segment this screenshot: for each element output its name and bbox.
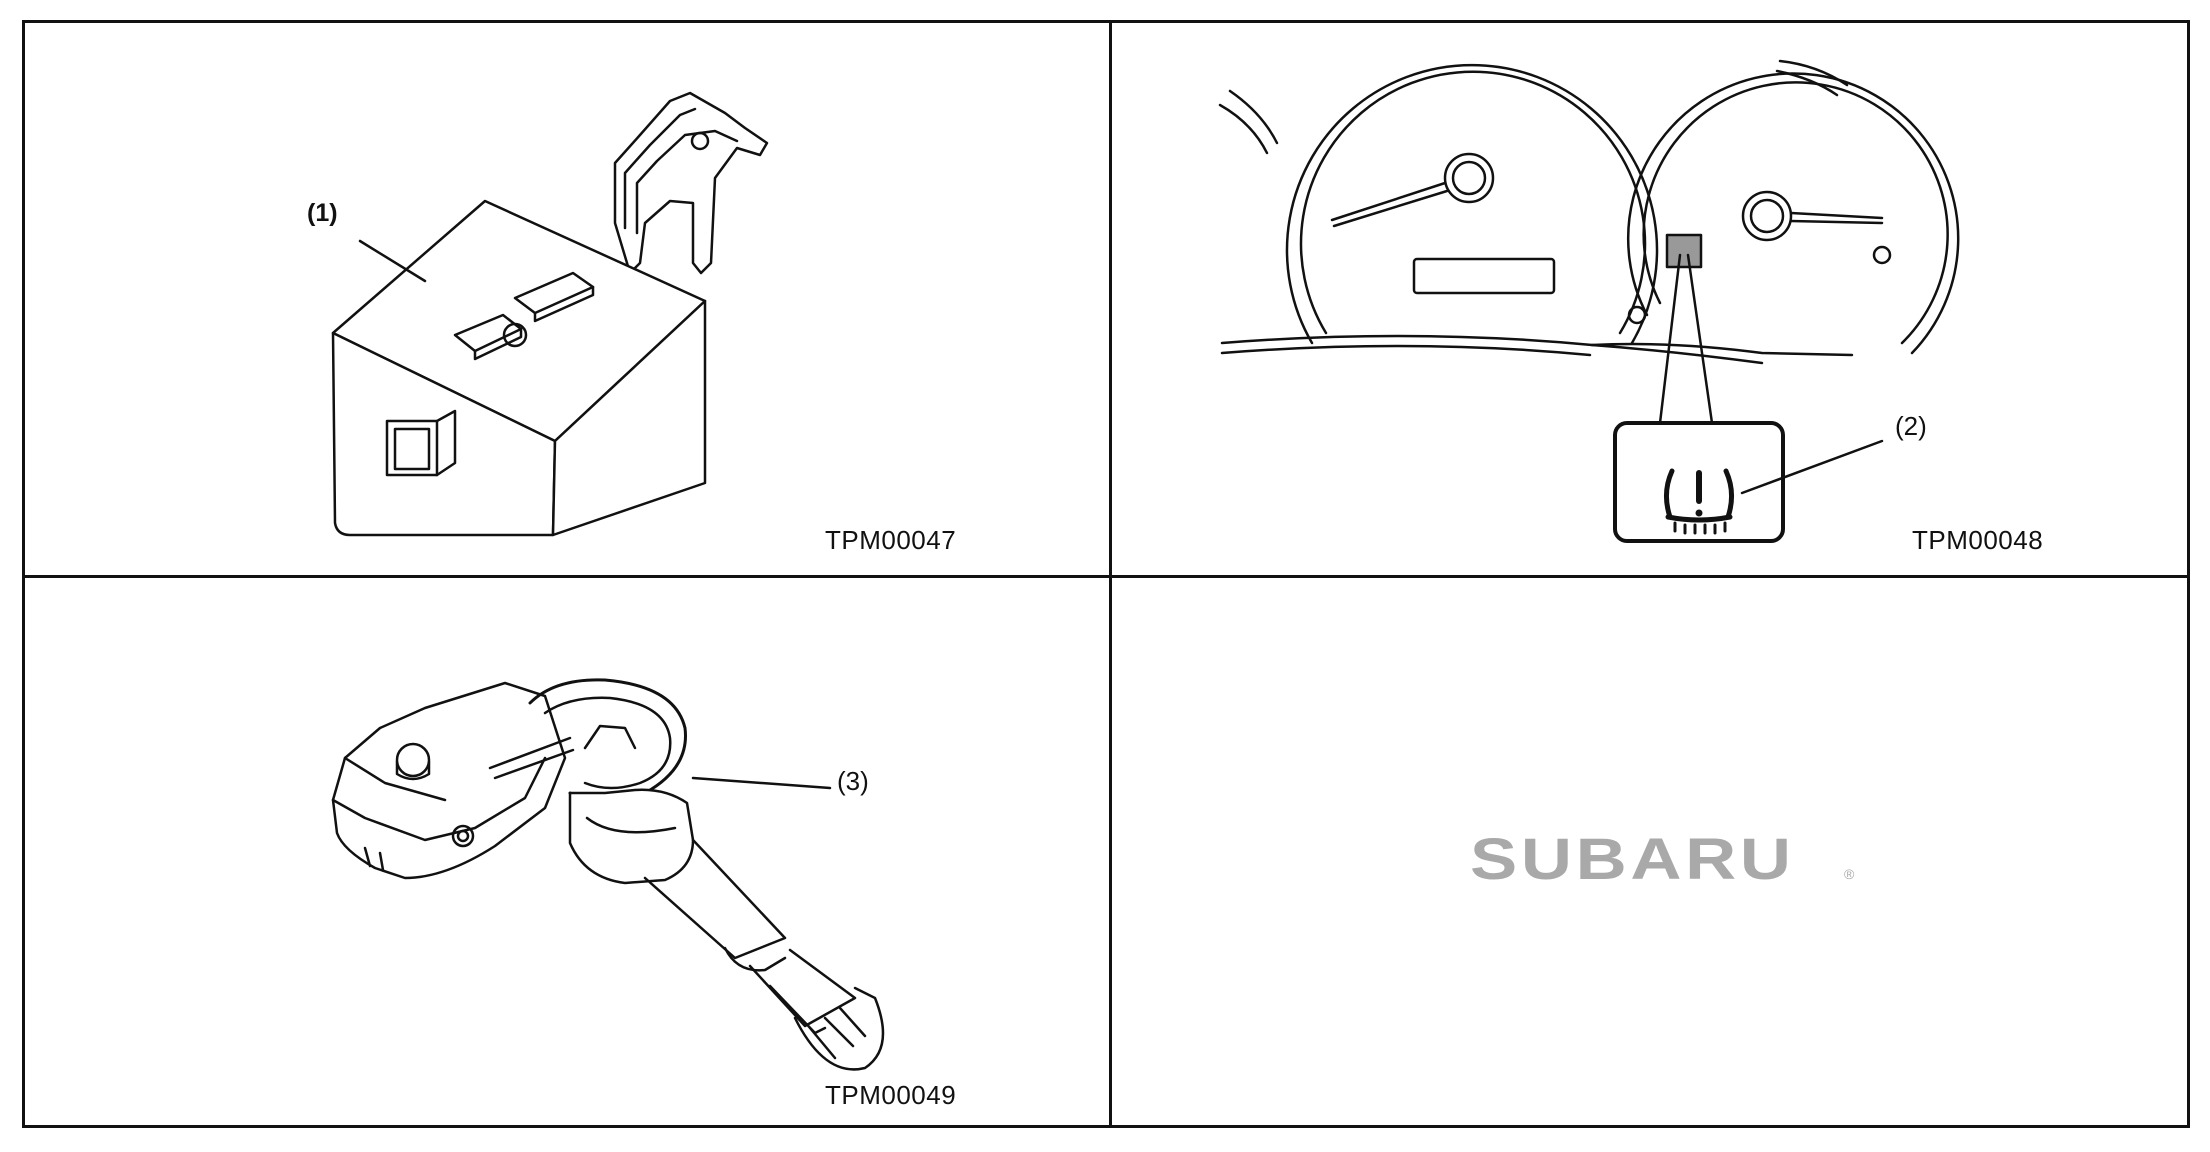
panel-meter: (2) TPM00048	[1112, 23, 2193, 575]
diagram-sheet: (1) TPM00047	[22, 20, 2190, 1128]
combination-meter-drawing	[1218, 59, 1960, 543]
registered-mark: ®	[1844, 866, 1855, 882]
panel-receiver: (1) TPM00047	[25, 23, 1109, 575]
panel-sensor: (3) TPM00049	[25, 578, 1109, 1131]
subaru-logo: SUBARU	[1470, 827, 1795, 892]
figure-code-tpm00048: TPM00048	[1912, 525, 2044, 555]
horizontal-divider	[25, 575, 2187, 578]
panel-logo: SUBARU ®	[1112, 578, 2193, 1131]
tire-pressure-warning-icon	[1664, 468, 1734, 535]
receiver-unit-drawing	[331, 91, 769, 537]
tire-pressure-sensor-drawing	[331, 678, 885, 1071]
callout-2: (2)	[1895, 411, 1927, 441]
vertical-divider	[1109, 23, 1112, 1125]
callout-1: (1)	[307, 199, 338, 227]
figure-code-tpm00047: TPM00047	[825, 525, 957, 555]
figure-code-tpm00049: TPM00049	[825, 1080, 957, 1110]
callout-3: (3)	[837, 766, 869, 796]
